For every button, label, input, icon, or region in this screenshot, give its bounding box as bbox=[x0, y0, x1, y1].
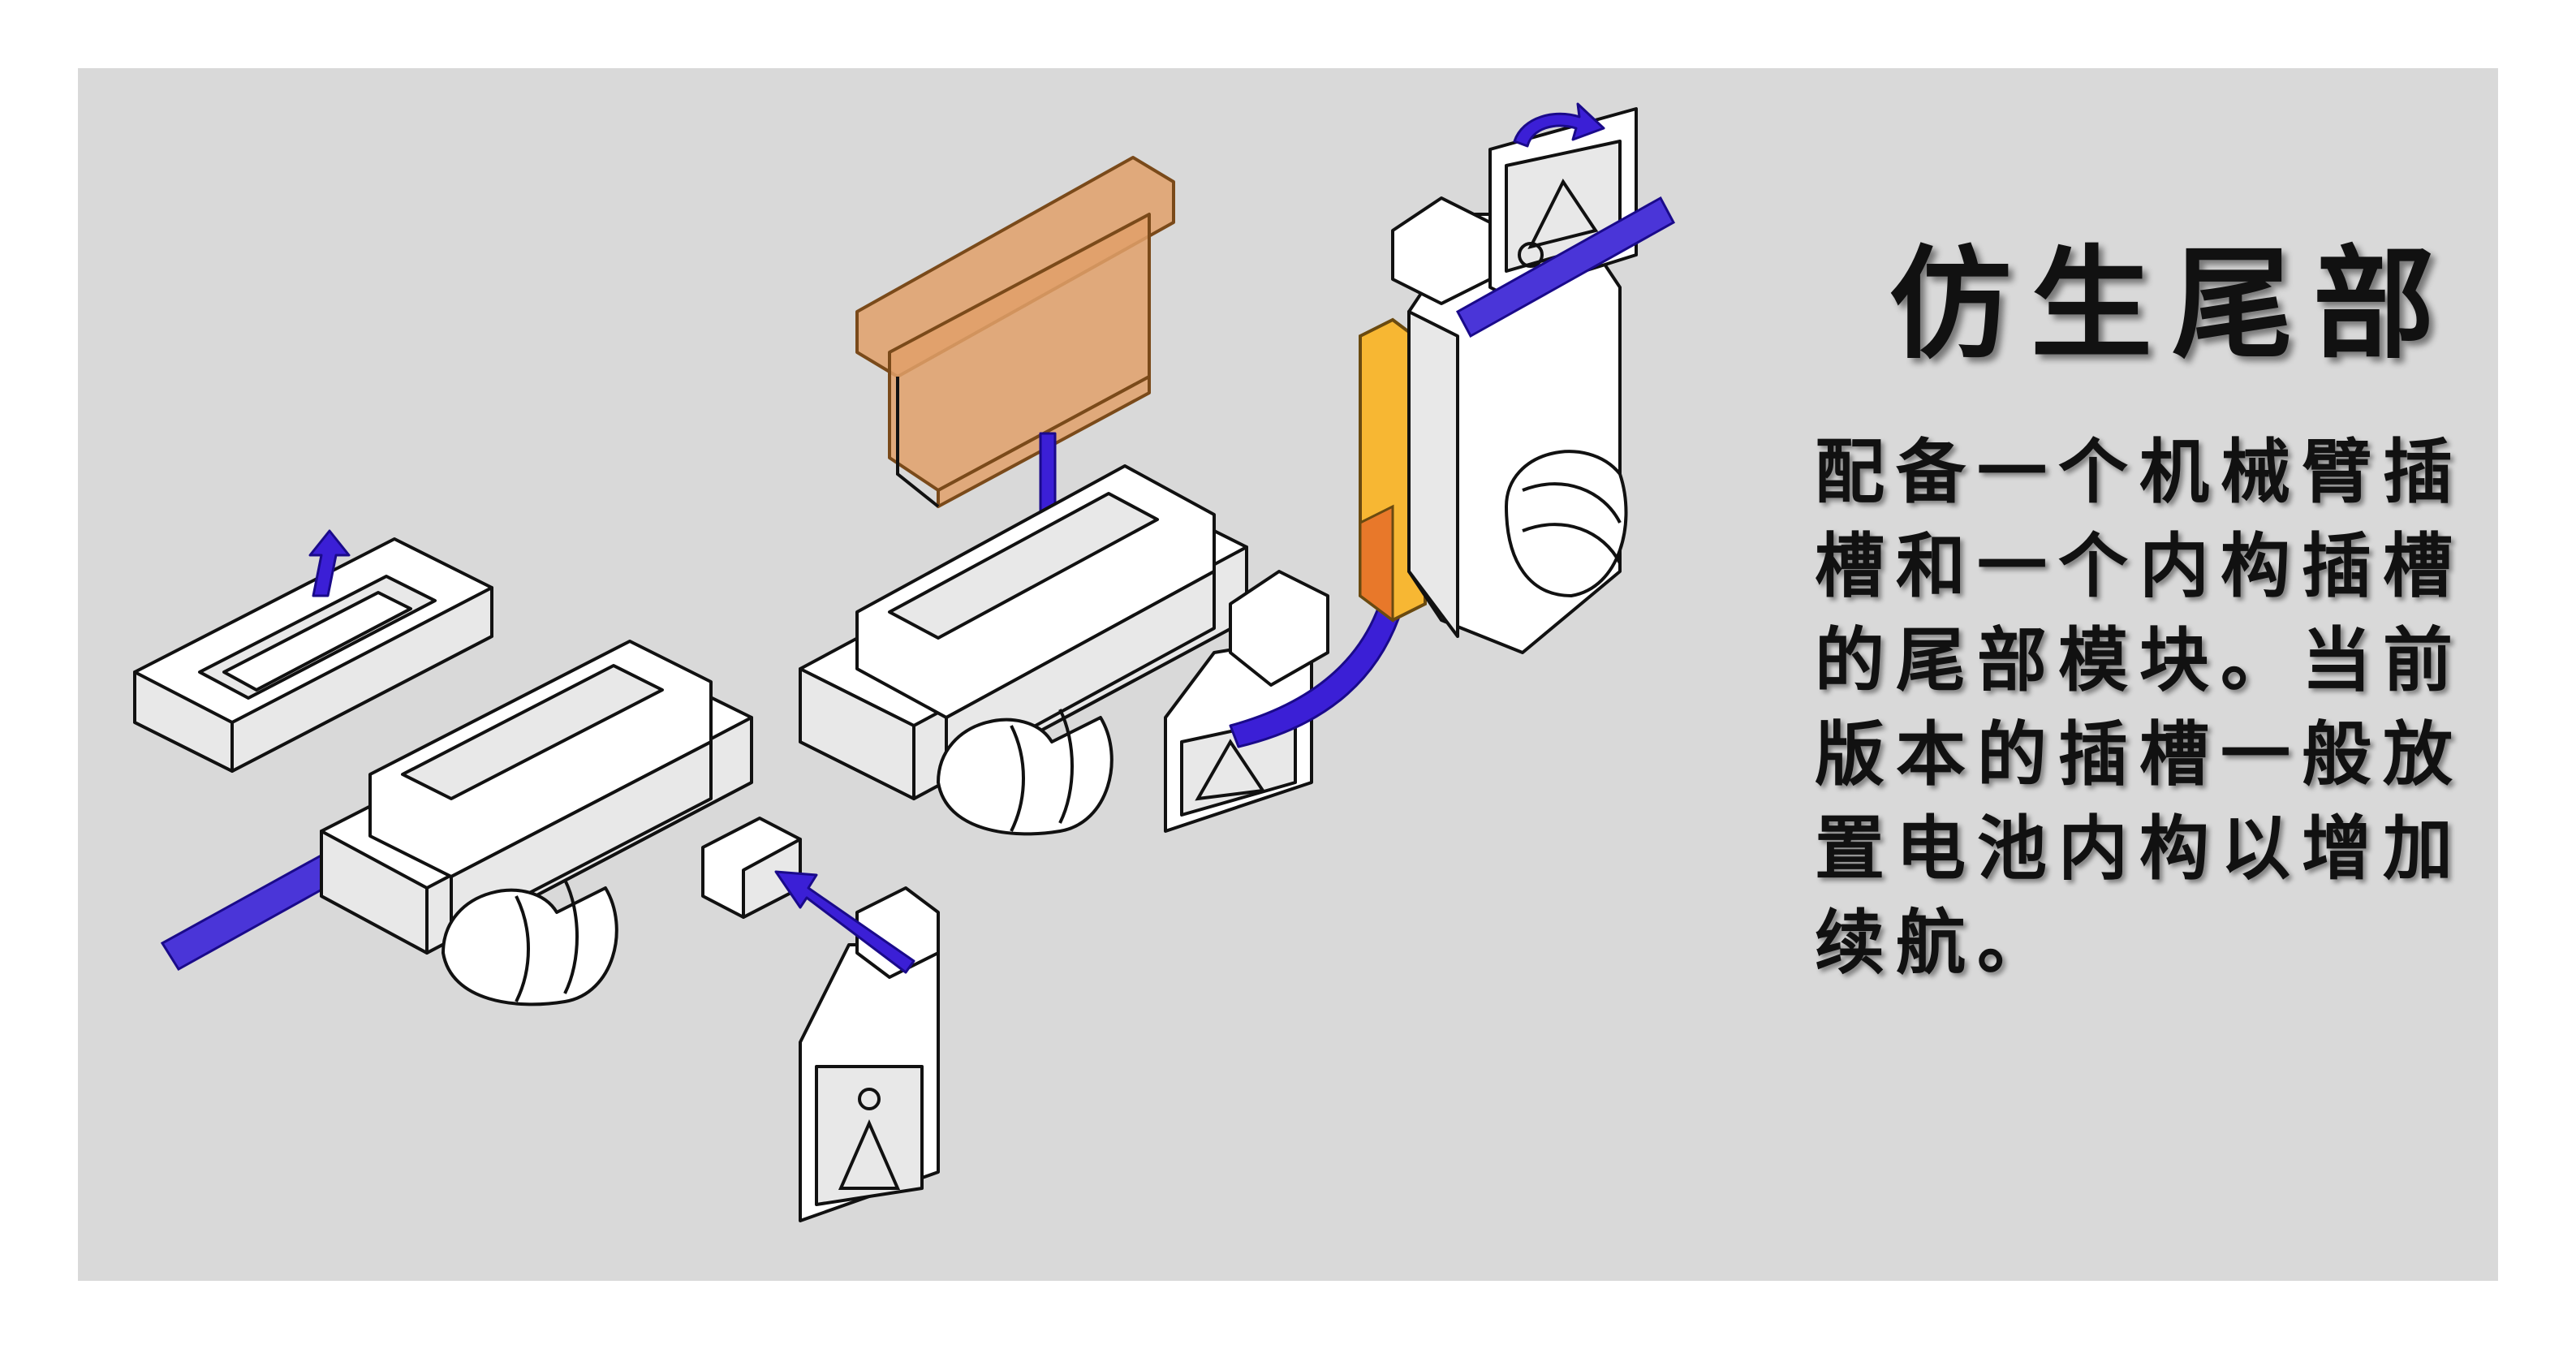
page-title: 仿生尾部 bbox=[1889, 235, 2454, 376]
right-round-joint bbox=[1505, 450, 1628, 597]
left-assembly bbox=[133, 529, 940, 1222]
right-assembly bbox=[1359, 102, 1676, 654]
left-side-bracket bbox=[701, 817, 802, 919]
left-body-block bbox=[320, 640, 753, 955]
middle-assembly bbox=[799, 156, 1427, 836]
right-rod bbox=[1455, 196, 1676, 338]
left-up-arrow bbox=[308, 529, 351, 597]
left-round-joint bbox=[442, 879, 618, 1006]
right-rotate-arrow bbox=[1513, 102, 1605, 148]
tail-module-drawing bbox=[133, 102, 1676, 1222]
orange-cover bbox=[855, 156, 1175, 508]
middle-round-joint bbox=[937, 709, 1114, 836]
illustration-panel: 仿生尾部 配备一个机械臂插 槽和一个内构插槽 的尾部模块。当前 版本的插槽一般放… bbox=[78, 68, 2498, 1281]
left-hanging-plate bbox=[799, 886, 940, 1222]
left-frame-piece bbox=[133, 537, 493, 773]
left-diagonal-arrow bbox=[774, 870, 915, 974]
description-text: 配备一个机械臂插 槽和一个内构插槽 的尾部模块。当前 版本的插槽一般放 置电池内… bbox=[1815, 432, 2464, 984]
